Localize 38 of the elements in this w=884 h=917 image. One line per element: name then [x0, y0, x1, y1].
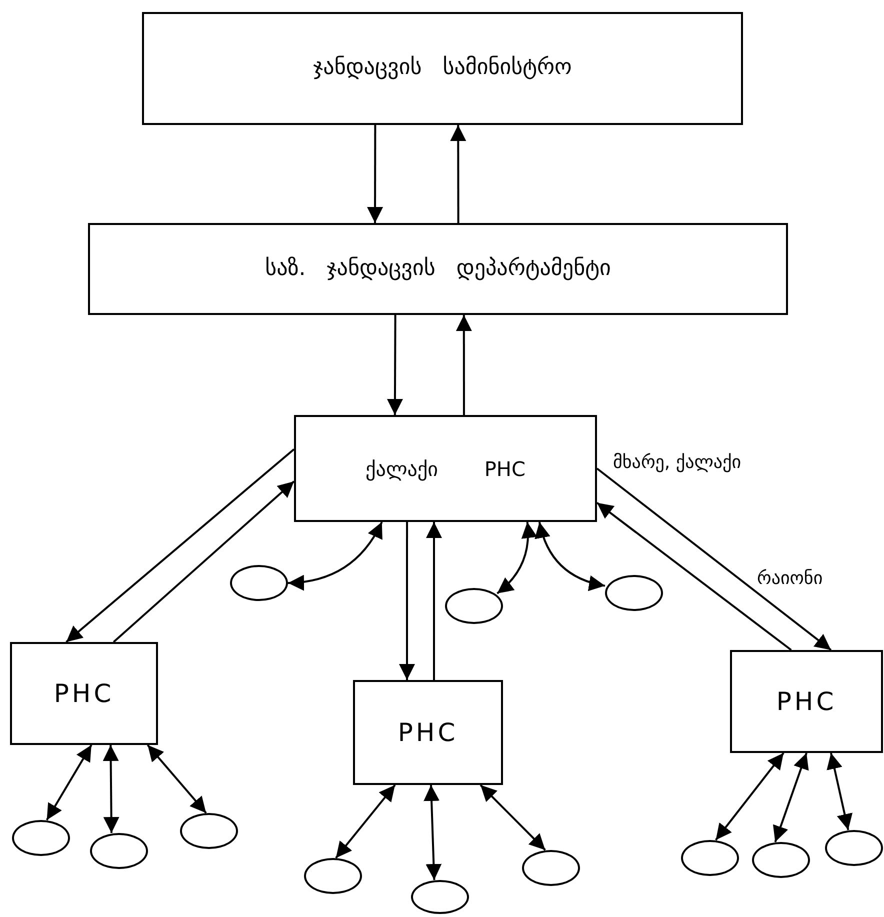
node-label: ქალაქი PHC: [366, 456, 526, 480]
arrow: [367, 125, 384, 223]
node-label: PHC: [398, 718, 458, 748]
arrow: [386, 315, 403, 415]
arrow: [496, 522, 537, 594]
arrow: [715, 752, 784, 841]
org-box: [142, 12, 743, 125]
arrow: [146, 744, 207, 814]
oval-node: [605, 575, 663, 611]
arrow: [535, 522, 606, 590]
arrow: [596, 468, 832, 651]
arrow: [335, 784, 396, 859]
arrow: [826, 752, 853, 830]
arrow: [596, 502, 792, 651]
arrow: [46, 744, 92, 821]
org-box: [730, 650, 883, 753]
org-box: [88, 223, 788, 315]
node-label: საზ. ჯანდაცვის დეპარტამენტი: [265, 256, 611, 282]
org-box: [294, 415, 597, 522]
arrow: [288, 522, 383, 590]
arrow: [480, 784, 546, 851]
arrow: [450, 125, 466, 223]
node-label: PHC: [776, 686, 837, 716]
arrow: [426, 522, 442, 680]
annotation-label: რაიონი: [757, 568, 823, 589]
node-label: PHC: [54, 678, 114, 708]
org-box: [353, 680, 503, 785]
node-label: ჯანდაცვის სამინისტრო: [313, 55, 572, 82]
arrow: [66, 448, 295, 643]
arrow: [456, 315, 472, 415]
arrow: [102, 744, 120, 834]
arrow: [112, 480, 295, 643]
oval-node: [445, 588, 503, 624]
arrow: [399, 522, 415, 680]
arrow: [424, 784, 442, 880]
arrow: [772, 752, 809, 842]
annotation-label: მხარე, ქალაქი: [613, 452, 742, 473]
org-box: [10, 642, 158, 745]
